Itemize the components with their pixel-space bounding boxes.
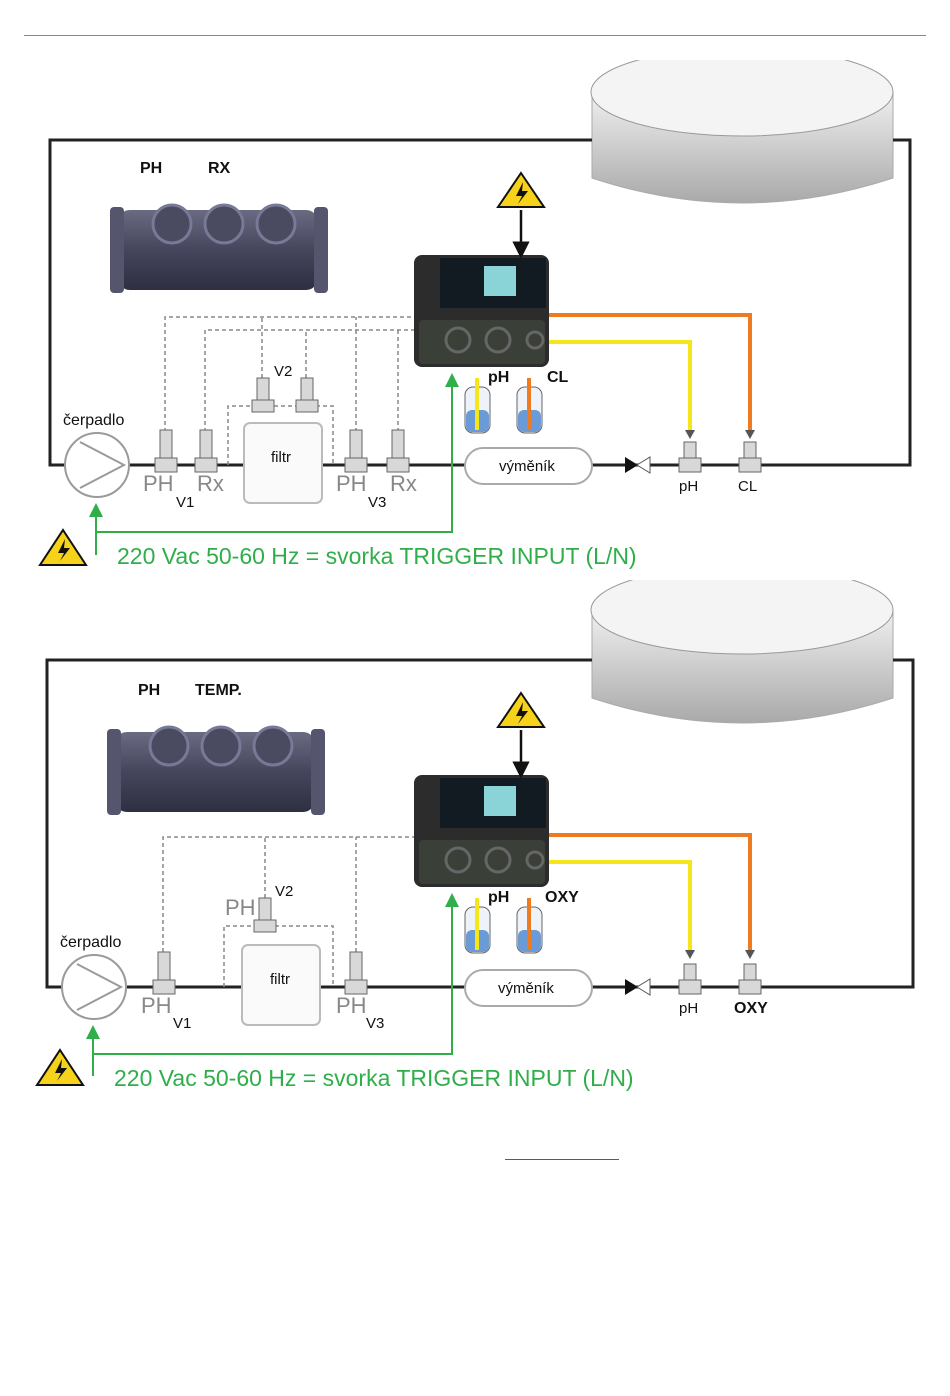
oxy-dosing-line	[549, 835, 750, 952]
valve-label-2: V2	[275, 883, 293, 900]
valve-label-1: V1	[173, 1015, 191, 1032]
pump-icon	[65, 433, 129, 497]
cl-tank	[517, 378, 542, 433]
probe-letter-3: PH	[336, 993, 367, 1018]
injection-label-2: OXY	[734, 1000, 768, 1017]
exchanger-label: výměník	[498, 980, 554, 997]
diagram-ph-temp: PH TEMP. pH OXY čerpadlo filtr	[0, 580, 950, 1140]
injection-label-1: pH	[679, 1000, 698, 1017]
oxy-tank	[517, 898, 542, 953]
dosing-controller	[414, 775, 549, 887]
valve-label-2: V2	[274, 363, 292, 380]
pump-icon	[62, 955, 126, 1019]
sensor-label-1: PH	[140, 160, 162, 177]
injection-label-2: CL	[738, 478, 757, 495]
dosing-controller	[414, 255, 549, 367]
ph-tank	[465, 378, 490, 433]
probe-letter-2: PH	[225, 895, 256, 920]
probe-letter-3: PH	[336, 471, 367, 496]
sensor-label-1: PH	[138, 682, 160, 699]
power-info-text: 220 Vac 50-60 Hz = svorka TRIGGER INPUT …	[114, 1065, 634, 1091]
pump-label: čerpadlo	[60, 934, 121, 951]
probe-letter-2: Rx	[197, 471, 224, 496]
valve-label-3: V3	[366, 1015, 384, 1032]
header-rule	[24, 35, 926, 36]
power-info-text: 220 Vac 50-60 Hz = svorka TRIGGER INPUT …	[117, 543, 637, 569]
ph-tank	[465, 898, 490, 953]
tank-label-1: pH	[488, 889, 509, 906]
probe-letter-1: PH	[141, 993, 172, 1018]
tank-label-1: pH	[488, 369, 509, 386]
valve-label-3: V3	[368, 494, 386, 511]
probe-letter-1: PH	[143, 471, 174, 496]
tank-label-2: CL	[547, 369, 569, 386]
cl-dosing-line	[549, 315, 750, 432]
ph-dosing-line	[549, 342, 690, 432]
sensor-label-2: RX	[208, 160, 231, 177]
warning-icon	[498, 693, 544, 727]
valve-label-1: V1	[176, 494, 194, 511]
pool-tank	[591, 60, 893, 203]
check-valve-icon	[625, 457, 650, 473]
mains-warning-icon	[40, 530, 86, 565]
filter-label: filtr	[270, 971, 290, 988]
pool-tank	[591, 580, 893, 723]
exchanger-label: výměník	[499, 458, 555, 475]
filter-label: filtr	[271, 449, 291, 466]
sensor-label-2: TEMP.	[195, 682, 242, 699]
check-valve-icon	[625, 979, 650, 995]
mains-warning-icon	[37, 1050, 83, 1085]
diagram-ph-rx: PH RX pH CL čerpadlo filt	[0, 60, 950, 620]
probe-housing	[107, 727, 325, 815]
warning-icon	[498, 173, 544, 207]
tank-label-2: OXY	[545, 889, 579, 906]
footer-link-underline	[505, 1159, 619, 1160]
probe-housing	[110, 205, 328, 293]
ph-dosing-line	[549, 862, 690, 952]
pump-label: čerpadlo	[63, 412, 124, 429]
probe-letter-4: Rx	[390, 471, 417, 496]
injection-label-1: pH	[679, 478, 698, 495]
